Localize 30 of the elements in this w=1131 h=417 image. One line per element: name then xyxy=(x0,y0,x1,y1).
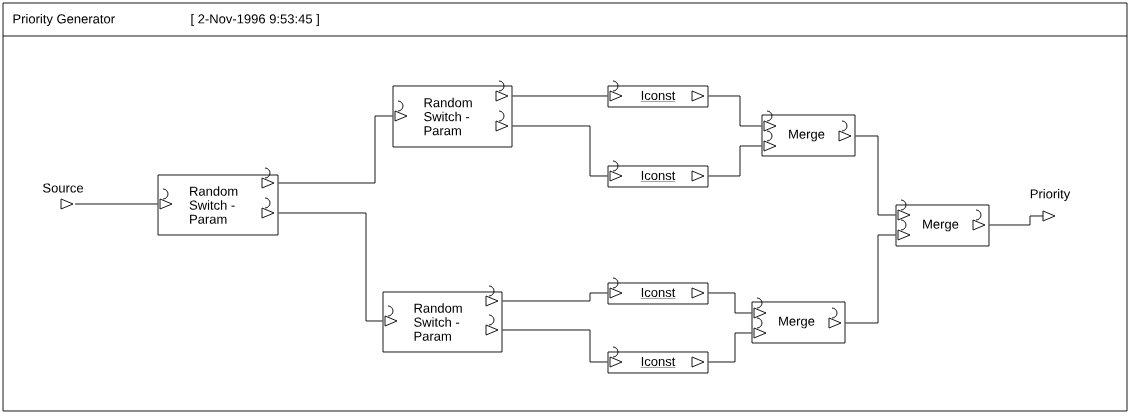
connector xyxy=(708,95,762,127)
node-label: Priority xyxy=(1030,188,1071,202)
merge-block: Merge xyxy=(895,199,990,247)
constant-block: Iconst xyxy=(607,277,709,305)
connector xyxy=(278,115,393,184)
connector xyxy=(989,215,1044,226)
terminal: Priority xyxy=(1030,188,1071,222)
constant-block: Iconst xyxy=(607,160,709,188)
merge-block: Merge xyxy=(751,297,846,344)
connector xyxy=(278,212,383,322)
connector xyxy=(502,292,608,302)
connector xyxy=(512,95,608,97)
connector xyxy=(708,145,762,177)
connector xyxy=(855,135,896,216)
merge-block: Merge xyxy=(761,110,856,157)
switch-block: Random Switch - Param xyxy=(382,285,503,353)
connector xyxy=(74,203,158,205)
connector xyxy=(845,234,896,324)
connector xyxy=(512,125,608,177)
switch-block: Random Switch - Param xyxy=(392,80,513,148)
node-label: Source xyxy=(43,183,84,193)
constant-block: Iconst xyxy=(607,346,709,374)
switch-block: Random Switch - Param xyxy=(157,167,279,236)
connector xyxy=(708,332,752,363)
terminal: Source xyxy=(43,183,84,210)
timestamp: [ 2-Nov-1996 9:53:45 ] xyxy=(191,13,319,27)
constant-block: Iconst xyxy=(607,80,709,108)
connector xyxy=(708,292,752,314)
connector xyxy=(502,329,608,363)
title: Priority Generator xyxy=(13,13,115,27)
